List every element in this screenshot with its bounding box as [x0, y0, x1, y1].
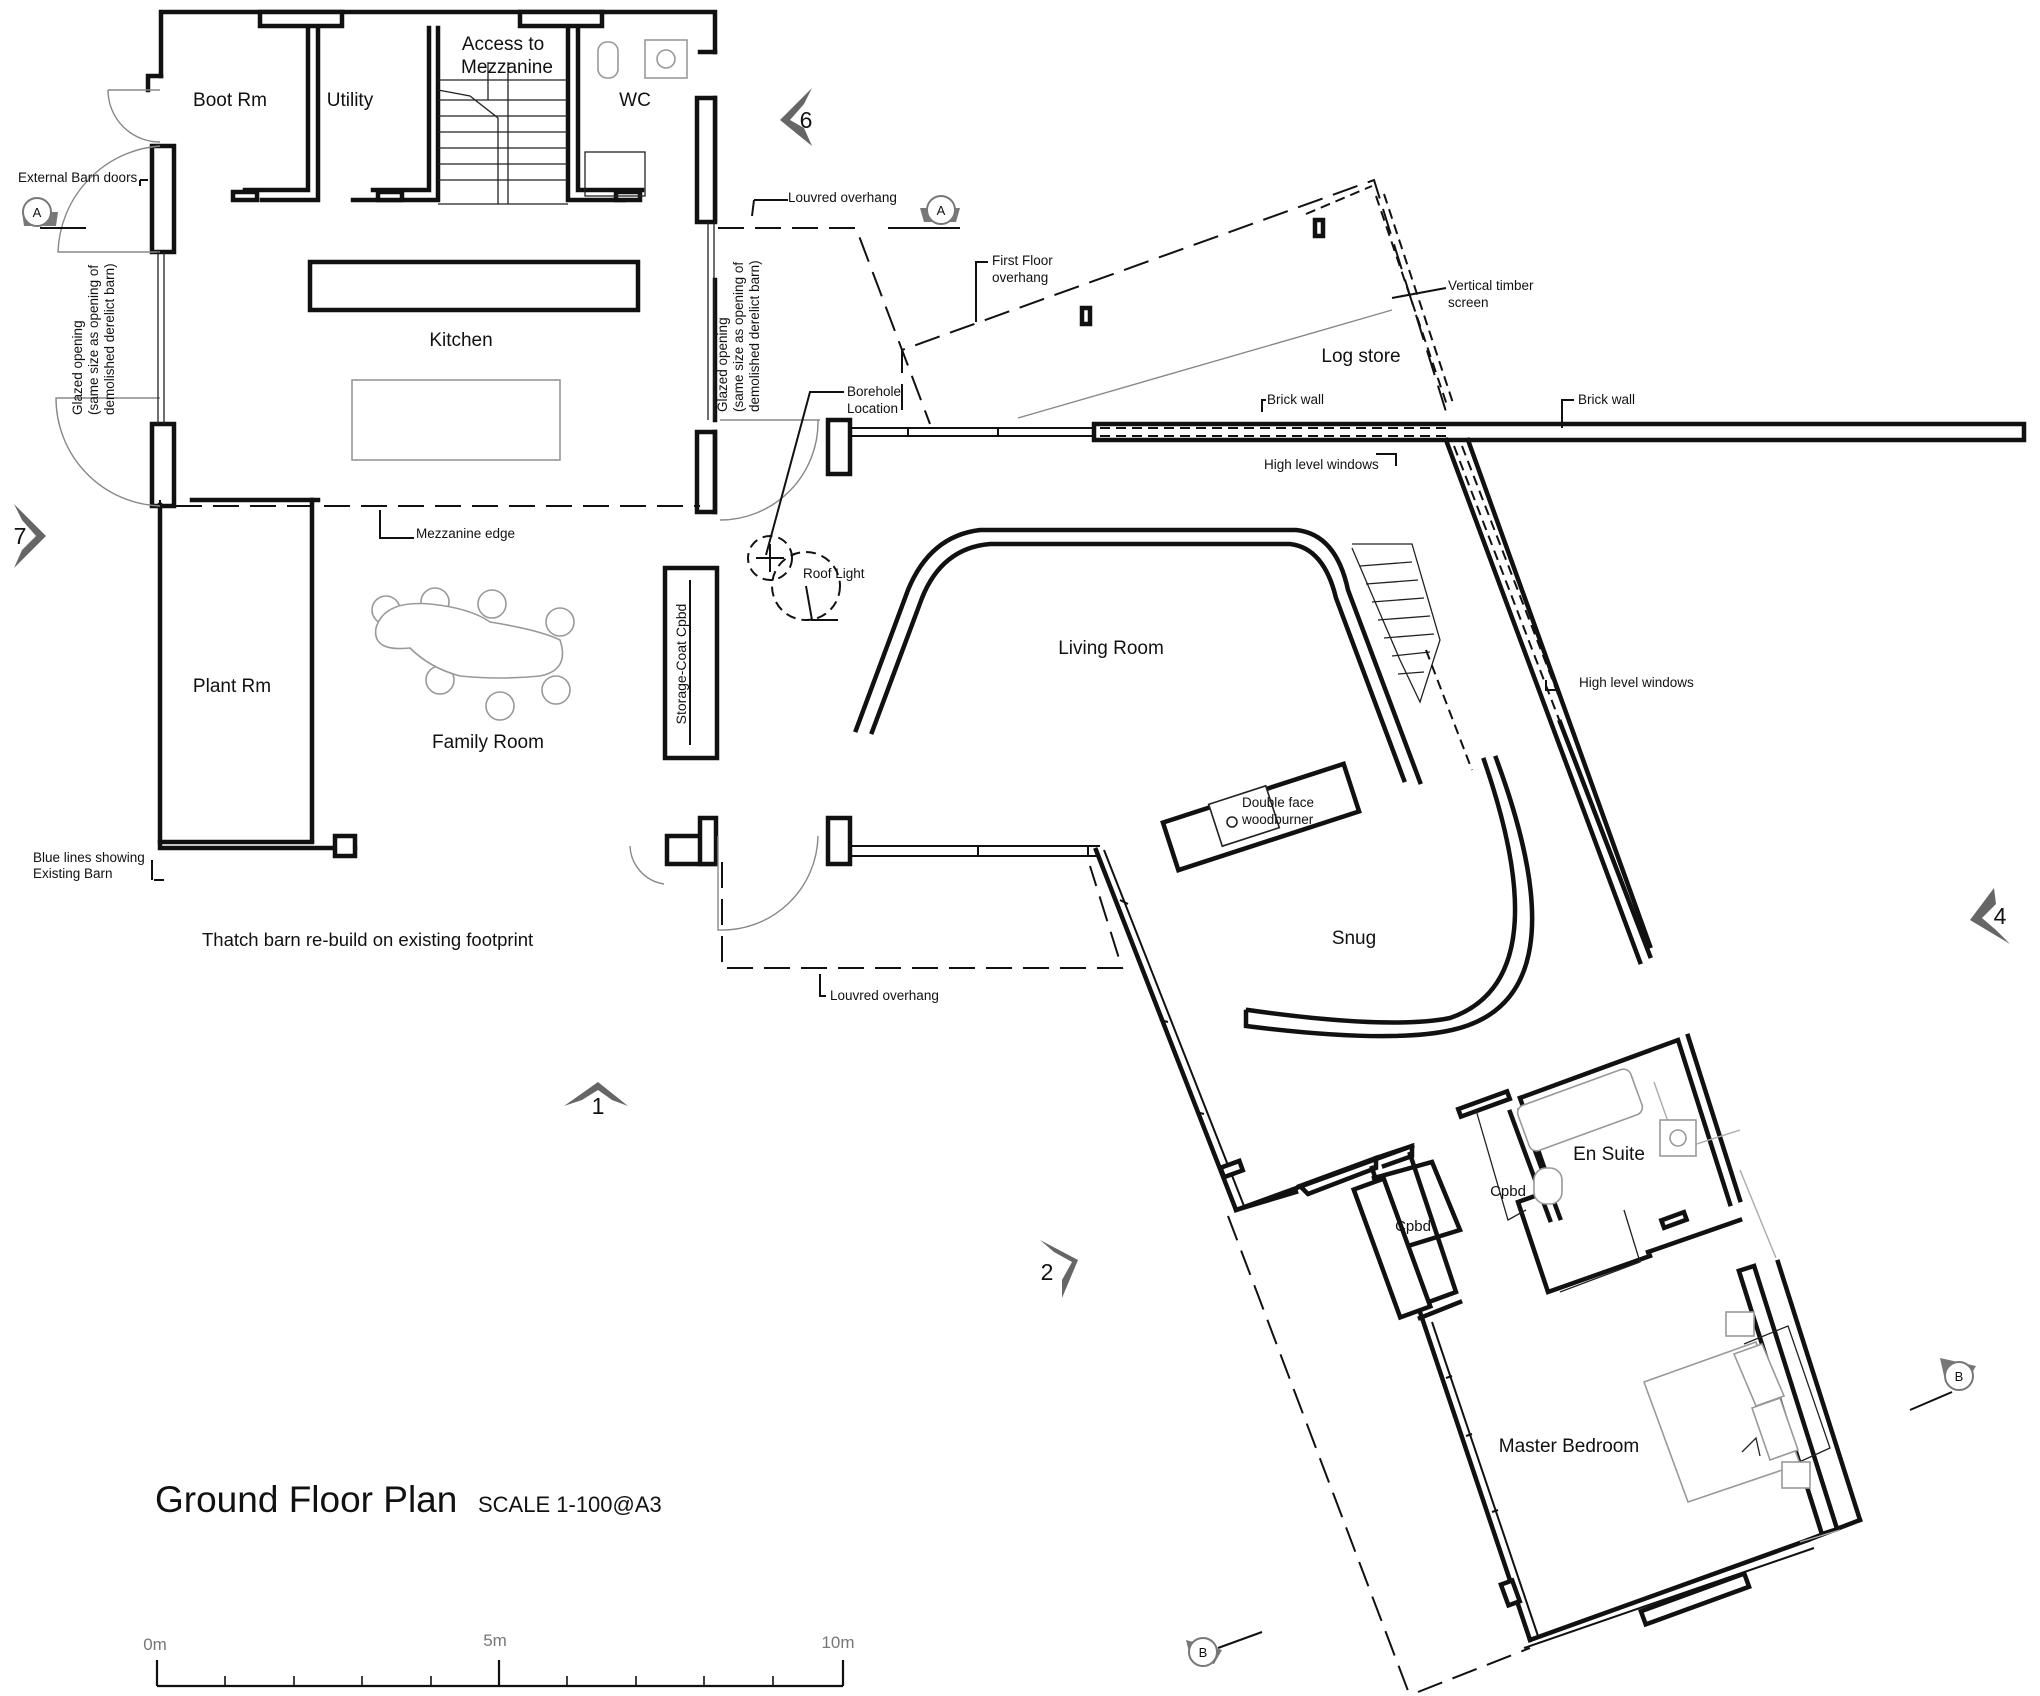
first-floor-overhang-note-1: First Floor — [992, 253, 1053, 268]
leader-lines — [139, 179, 1574, 997]
log-store-label: Log store — [1321, 346, 1400, 367]
first-floor-overhang-note-2: overhang — [992, 270, 1048, 285]
elevation-7-marker: 7 — [14, 504, 46, 568]
scale-bar-end: 10m — [821, 1633, 854, 1652]
family-room-label: Family Room — [432, 732, 544, 753]
section-b-label-right: B — [1955, 1369, 1964, 1384]
access-mezzanine-label-2: Mezzanine — [461, 57, 553, 78]
utility-label: Utility — [327, 90, 374, 111]
cpbd-label-1: Cpbd — [1490, 1183, 1526, 1200]
blue-lines-note-2: Existing Barn — [33, 866, 113, 881]
wc-fittings — [584, 39, 688, 197]
brick-wall-note-2: Brick wall — [1578, 392, 1635, 407]
glazed-left-note-1: Glazed opening — [70, 320, 85, 415]
elevation-markers: 1 2 4 6 7 — [14, 88, 2010, 1298]
elevation-6-label: 6 — [800, 107, 813, 133]
barn-doors — [55, 89, 820, 931]
en-suite-label: En Suite — [1573, 1144, 1645, 1165]
borehole-rooflight — [747, 391, 844, 621]
louvred-overhang-bottom-note: Louvred overhang — [830, 988, 939, 1003]
roof-light-note: Roof Light — [803, 566, 865, 581]
drawing-title: Ground Floor Plan — [155, 1479, 457, 1520]
elevation-6-marker: 6 — [780, 88, 812, 146]
room-labels: Boot Rm Utility Access to Mezzanine WC K… — [193, 34, 1645, 1457]
blue-lines-note-1: Blue lines showing — [33, 850, 145, 865]
borehole-note-2: Location — [847, 401, 898, 416]
living-room-label: Living Room — [1058, 638, 1164, 659]
scale-bar: 0m 5m 10m — [143, 1631, 855, 1688]
section-b-right-marker: B — [1909, 1358, 1976, 1411]
plant-rm-label: Plant Rm — [193, 676, 271, 697]
glazed-right-note-1: Glazed opening — [715, 317, 730, 412]
storage-label: Storage-Coat Cpbd — [673, 604, 689, 725]
section-a-label-right: A — [937, 203, 946, 218]
vertical-timber-note-1: Vertical timber — [1448, 278, 1534, 293]
vertical-timber-note-2: screen — [1448, 295, 1489, 310]
glazed-right-note-2: (same size as opening of — [731, 262, 746, 412]
section-a-right-marker: A — [888, 195, 960, 229]
high-level-windows-note-1: High level windows — [1264, 457, 1379, 472]
elevation-2-marker: 2 — [1040, 1240, 1078, 1298]
louvred-overhang-top-note: Louvred overhang — [788, 190, 897, 205]
elevation-7-label: 7 — [14, 523, 27, 549]
glazed-left-note-3: demolished derelict barn) — [102, 263, 117, 415]
title-block: Ground Floor Plan SCALE 1-100@A3 — [155, 1479, 662, 1520]
access-mezzanine-label-1: Access to — [462, 34, 544, 55]
bedroom-walls — [1233, 1033, 1863, 1649]
elevation-2-label: 2 — [1041, 1259, 1054, 1285]
drawing-scale: SCALE 1-100@A3 — [478, 1492, 662, 1517]
master-bedroom-label: Master Bedroom — [1499, 1436, 1639, 1457]
glazed-right-note-3: demolished derelict barn) — [747, 260, 762, 412]
external-barn-doors-note: External Barn doors — [18, 170, 138, 185]
scale-bar-start: 0m — [143, 1635, 167, 1654]
mezzanine-stair — [437, 62, 568, 205]
bed — [1642, 1311, 1831, 1504]
high-level-windows-note-2: High level windows — [1579, 675, 1694, 690]
dining-table — [371, 587, 575, 721]
scale-bar-mid: 5m — [483, 1631, 507, 1650]
section-a-label-left: A — [33, 205, 42, 220]
elevation-4-label: 4 — [1994, 903, 2007, 929]
section-b-label-left: B — [1199, 1645, 1208, 1660]
section-markers: A A B B — [22, 195, 1976, 1667]
section-a-left-marker: A — [22, 197, 86, 229]
elevation-1-label: 1 — [592, 1093, 605, 1119]
mezzanine-edge-note: Mezzanine edge — [416, 526, 515, 541]
section-b-left-marker: B — [1186, 1631, 1263, 1667]
borehole-note-1: Borehole — [847, 384, 901, 399]
glazed-left-note-2: (same size as opening of — [86, 265, 101, 415]
annotation-notes: External Barn doors Glazed opening (same… — [18, 170, 1694, 1003]
subtitle: Thatch barn re-build on existing footpri… — [202, 929, 533, 950]
living-walls — [825, 417, 2027, 1213]
barn-walls — [145, 9, 720, 867]
kitchen-label: Kitchen — [429, 330, 492, 351]
overhangs — [176, 178, 1531, 1696]
elevation-1-marker: 1 — [564, 1082, 628, 1119]
woodburner-note-2: woodburner — [1241, 812, 1314, 827]
wc-label: WC — [619, 90, 651, 111]
brick-wall-note-1: Brick wall — [1267, 392, 1324, 407]
elevation-4-marker: 4 — [1970, 888, 2010, 944]
woodburner-note-1: Double face — [1242, 795, 1314, 810]
boot-rm-label: Boot Rm — [193, 90, 267, 111]
snug-label: Snug — [1332, 928, 1376, 949]
cpbd-label-2: Cpbd — [1395, 1218, 1431, 1235]
